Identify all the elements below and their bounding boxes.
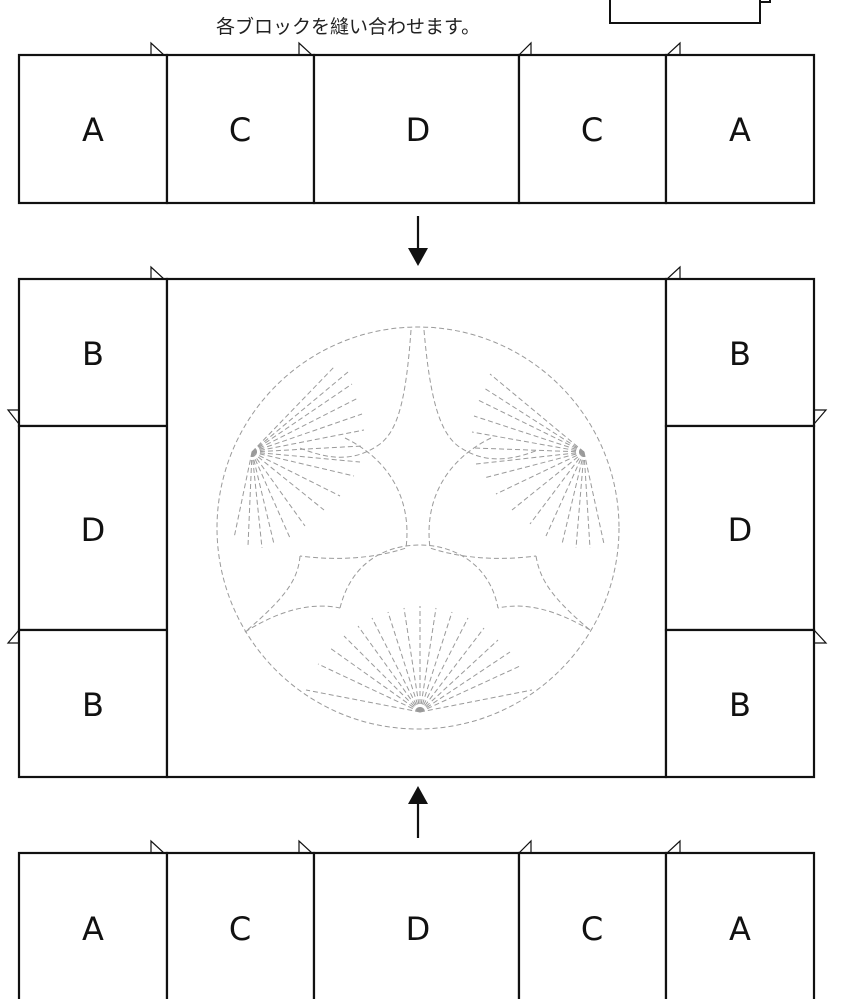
- block-b: B: [19, 279, 167, 426]
- seam-tab: [151, 267, 164, 279]
- block-d: D: [314, 55, 519, 203]
- block-d: D: [666, 426, 814, 630]
- seam-tab: [151, 841, 164, 853]
- down-arrow-icon: [408, 216, 428, 266]
- block-b: B: [666, 279, 814, 426]
- block-label: B: [729, 335, 751, 373]
- block-label: C: [229, 910, 251, 948]
- block-label: A: [729, 910, 751, 948]
- middle-section: B D B: [8, 267, 826, 777]
- block-b: B: [666, 630, 814, 777]
- seam-tab: [814, 410, 826, 424]
- block-c: C: [519, 853, 666, 999]
- seam-tab: [667, 841, 680, 853]
- block-a: A: [666, 853, 814, 999]
- seam-tab: [299, 841, 312, 853]
- up-arrow-icon: [408, 786, 428, 838]
- left-column: B D B: [19, 279, 167, 777]
- seam-tab: [8, 410, 19, 424]
- block-label: B: [729, 686, 751, 724]
- block-d: D: [314, 853, 519, 999]
- right-column: B D B: [666, 279, 814, 777]
- block-a: A: [19, 853, 167, 999]
- block-c: C: [167, 853, 314, 999]
- block-d: D: [19, 426, 167, 630]
- seam-tab: [299, 43, 312, 55]
- block-label: D: [406, 111, 431, 149]
- bottom-row: A C D C A: [19, 841, 814, 999]
- seam-tab: [519, 43, 531, 55]
- block-a: A: [19, 55, 167, 203]
- seam-tab: [151, 43, 164, 55]
- block-label: A: [729, 111, 751, 149]
- block-label: D: [406, 910, 431, 948]
- block-label: D: [728, 511, 753, 549]
- seam-tab: [519, 841, 531, 853]
- block-label: B: [82, 335, 104, 373]
- center-panel: [167, 279, 666, 777]
- block-label: C: [581, 910, 603, 948]
- block-label: B: [82, 686, 104, 724]
- block-label: A: [82, 910, 104, 948]
- block-b: B: [19, 630, 167, 777]
- block-label: A: [82, 111, 104, 149]
- block-c: C: [519, 55, 666, 203]
- layered-fabric-icon: [610, 0, 770, 23]
- block-label: D: [81, 511, 106, 549]
- block-a: A: [666, 55, 814, 203]
- seam-tab: [667, 43, 680, 55]
- seam-tab: [667, 267, 680, 279]
- block-label: C: [229, 111, 251, 149]
- block-label: C: [581, 111, 603, 149]
- seam-tab: [8, 630, 19, 643]
- top-row: A C D C A: [19, 43, 814, 203]
- block-c: C: [167, 55, 314, 203]
- seam-tab: [814, 630, 826, 643]
